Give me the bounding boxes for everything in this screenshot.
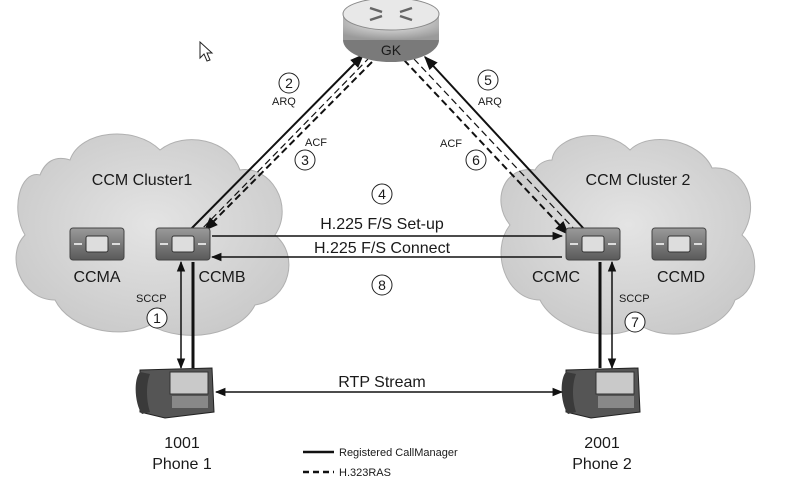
arq-right-line (424, 55, 586, 231)
legend-ras-label: H.323RAS (339, 467, 391, 479)
acf-left-line (204, 61, 373, 231)
step-4: 4 (371, 183, 393, 205)
sccp-link-right (598, 260, 617, 370)
svg-text:3: 3 (301, 152, 309, 168)
step-8: 8 (371, 274, 393, 296)
step-6: 6 (465, 149, 487, 171)
svg-text:2: 2 (285, 75, 293, 91)
svg-text:1: 1 (153, 310, 161, 326)
ccma-server (69, 227, 125, 261)
cluster1-label: CCM Cluster1 (92, 172, 193, 189)
legend-registered-label: Registered CallManager (339, 447, 458, 459)
step-5: 5 (477, 69, 499, 91)
step-7: 7 (624, 311, 646, 333)
ccmc-server (565, 227, 621, 261)
step-3: 3 (294, 149, 316, 171)
acf-left-label: ACF (305, 137, 327, 149)
phone2-number: 2001 (584, 435, 620, 452)
ccmc-label: CCMC (532, 269, 580, 286)
svg-text:7: 7 (631, 314, 639, 330)
gatekeeper-router: GK (342, 0, 440, 62)
cluster1-cloud (15, 133, 290, 336)
connect-label: H.225 F/S Connect (314, 240, 451, 257)
mouse-cursor-icon (199, 40, 214, 62)
phone1-icon (135, 367, 215, 419)
gatekeeper-label: GK (381, 42, 402, 58)
step-2: 2 (278, 72, 300, 94)
phone1-number: 1001 (164, 435, 200, 452)
svg-text:8: 8 (378, 277, 386, 293)
sccp-right-label: SCCP (619, 293, 650, 305)
phone2-name: Phone 2 (572, 456, 632, 473)
ras-right-dashed (413, 58, 578, 233)
setup-label: H.225 F/S Set-up (320, 216, 444, 233)
ccmb-label: CCMB (198, 269, 245, 286)
svg-text:5: 5 (484, 72, 492, 88)
arq-left-label: ARQ (272, 96, 296, 108)
svg-text:6: 6 (472, 152, 480, 168)
acf-right-line (403, 59, 569, 236)
ccmb-server (155, 227, 211, 261)
phone1-name: Phone 1 (152, 456, 212, 473)
legend: Registered CallManager H.323RAS (303, 447, 458, 479)
arq-left-line (187, 54, 364, 233)
rtp-label: RTP Stream (338, 374, 425, 391)
acf-right-label: ACF (440, 138, 462, 150)
ras-link-right (403, 55, 586, 236)
ras-left-dashed (195, 58, 369, 236)
ccma-label: CCMA (73, 269, 120, 286)
arq-right-label: ARQ (478, 96, 502, 108)
sccp-left-label: SCCP (136, 293, 167, 305)
phone2-icon (561, 367, 641, 419)
svg-text:4: 4 (378, 186, 386, 202)
cluster2-label: CCM Cluster 2 (586, 172, 691, 189)
step-1: 1 (146, 307, 168, 329)
cluster2-cloud (500, 135, 756, 335)
ccmd-server (651, 227, 707, 261)
ras-link-left (187, 54, 373, 236)
sccp-link-left (176, 260, 195, 370)
ccmd-label: CCMD (657, 269, 705, 286)
